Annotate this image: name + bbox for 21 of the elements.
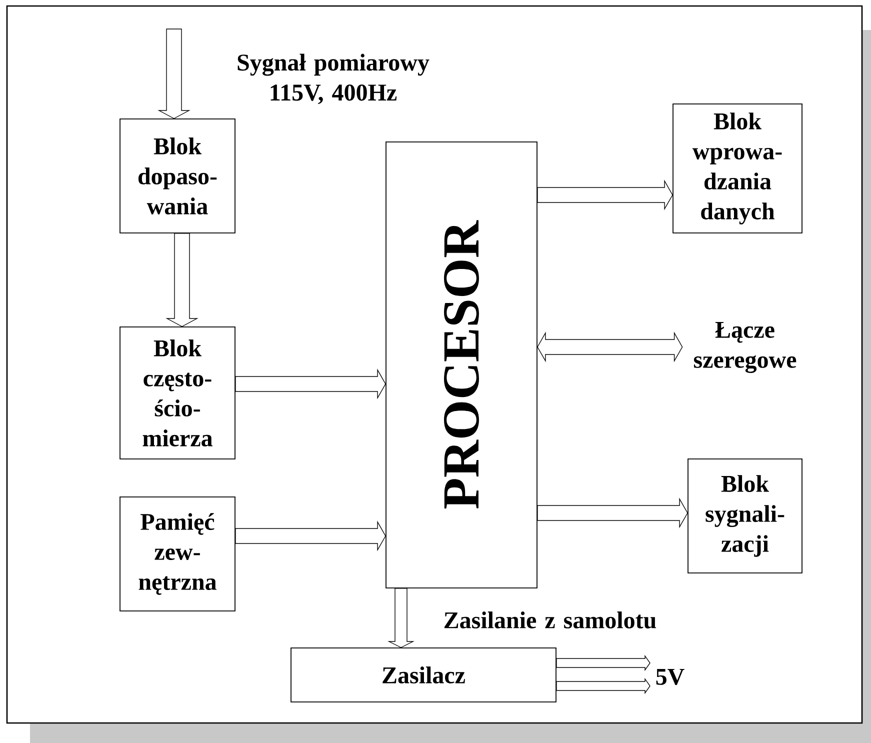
hollow-arrow	[556, 678, 650, 694]
hollow-arrow	[158, 28, 190, 119]
block-box: Blok sygnali- zacji	[688, 458, 802, 574]
hollow-arrow	[166, 233, 198, 327]
block-box: Pamięć zew- nętrzna	[120, 496, 236, 612]
hollow-arrow	[537, 498, 688, 528]
block-box: Blok często- ścio- mierza	[120, 326, 236, 460]
hollow-arrow	[537, 332, 683, 362]
hollow-arrow	[556, 654, 650, 672]
hollow-arrow	[235, 520, 386, 552]
power-label: Zasilanie z samolotu	[444, 612, 656, 628]
port-label: Łącze szeregowe	[694, 322, 796, 373]
signal-label: Sygnał pomiarowy 115V, 400Hz	[238, 54, 430, 104]
hollow-arrow	[235, 368, 386, 400]
hollow-arrow	[388, 588, 414, 648]
hollow-arrow	[537, 180, 673, 210]
voltage-label: 5V	[656, 668, 684, 686]
power-supply-box: Zasilacz	[290, 648, 556, 702]
block-box: Blok wprowa- dzania danych	[672, 104, 802, 234]
processor-box: PROCESOR	[386, 142, 538, 588]
block-box: Blok dopaso- wania	[120, 118, 236, 234]
